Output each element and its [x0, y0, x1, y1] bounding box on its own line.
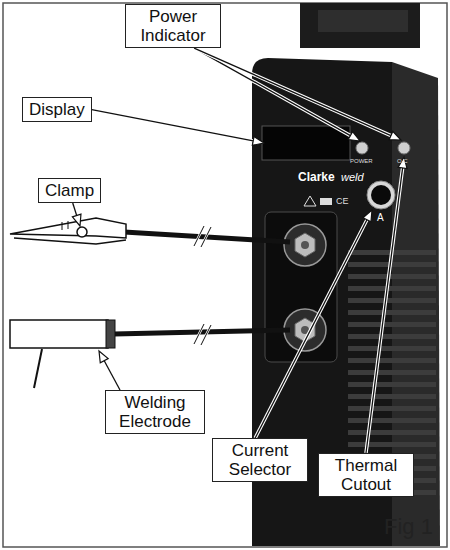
callout-text: Current Selector [219, 441, 301, 479]
callout-box: Power Indicator [125, 4, 221, 48]
brand-suffix: weld [341, 172, 364, 183]
callout-text: Clamp [45, 181, 94, 200]
callout-text: Display [29, 100, 85, 119]
brand-name: Clarke [298, 171, 335, 183]
leader-line [73, 203, 77, 215]
approval-mark: CE [336, 197, 349, 206]
leader-line [255, 220, 367, 438]
figure-number: Fig 1 [384, 516, 433, 538]
leader-halo [255, 220, 367, 438]
callout-text: Power Indicator [132, 7, 214, 45]
leader-halo [104, 361, 120, 390]
leader-halo [194, 48, 350, 136]
leader-line [194, 48, 391, 135]
leader-line [92, 110, 253, 141]
callout-text: Thermal Cutout [325, 456, 407, 494]
callout-box: Welding Electrode [105, 390, 205, 434]
knob-unit: A [377, 213, 384, 223]
leader-halo [73, 203, 77, 215]
leader-arrowhead [363, 210, 372, 222]
leader-halo [92, 110, 253, 141]
leader-line [104, 361, 120, 390]
leader-line [194, 48, 350, 136]
leader-arrowhead [72, 214, 81, 226]
indicator-label: O.C [397, 158, 408, 164]
callout-box: Clamp [38, 178, 101, 203]
leader-arrowhead [389, 131, 401, 140]
callout-text: Welding Electrode [112, 393, 198, 431]
leader-arrowhead [252, 136, 264, 145]
callout-box: Thermal Cutout [318, 453, 414, 497]
leader-line [366, 168, 403, 453]
leader-arrowhead [99, 351, 108, 363]
callout-box: Display [22, 97, 92, 122]
leader-halo [194, 48, 391, 135]
leader-arrowhead [348, 132, 360, 141]
leader-halo [366, 168, 403, 453]
indicator-label: POWER [350, 158, 373, 164]
callout-box: Current Selector [212, 438, 308, 482]
